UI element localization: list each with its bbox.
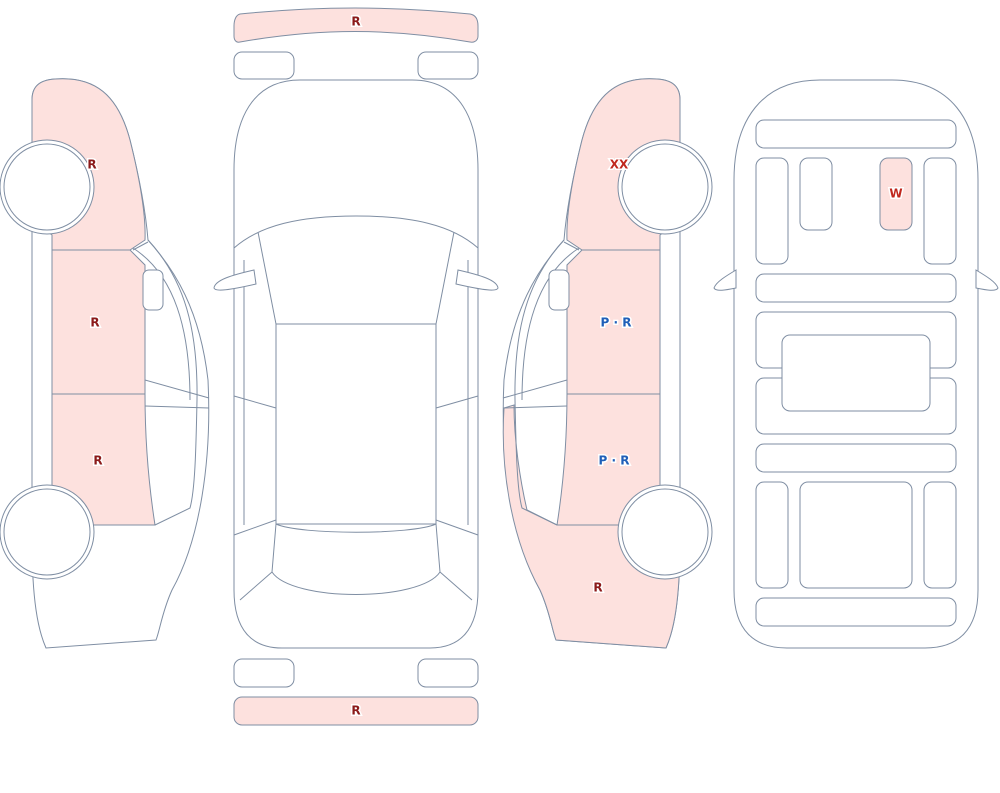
left-rear-wheel <box>3 488 91 576</box>
left-pillars <box>132 241 210 409</box>
rear-bumper[interactable] <box>233 696 479 726</box>
right-side-view: XX P · R P · R R <box>502 78 713 649</box>
right-pillars <box>502 241 580 409</box>
underbody-view: W <box>713 79 999 649</box>
right-front-wheel <box>621 143 709 231</box>
underbody-right-front-rail <box>923 157 957 265</box>
underbody-right-mirror <box>975 269 999 291</box>
left-front-fender-label: R <box>87 158 96 172</box>
right-mirror <box>548 269 570 311</box>
underbody-front-crossmember <box>755 119 957 149</box>
underbody-center-left-part <box>799 157 833 231</box>
left-front-door-label: R <box>90 316 99 330</box>
top-left-mirror <box>213 269 257 291</box>
underbody-center-right-part[interactable] <box>879 157 913 231</box>
right-front-door-label: P · R <box>601 316 632 330</box>
front-right-light <box>417 51 479 80</box>
top-side-rails <box>233 260 479 601</box>
underbody-center-tunnel <box>781 334 931 412</box>
underbody-spare-well <box>799 481 913 589</box>
left-side-view: R R R <box>0 78 210 649</box>
rear-right-light <box>417 658 479 688</box>
left-front-door[interactable] <box>51 249 146 395</box>
rear-bumper-label: R <box>351 704 360 718</box>
top-right-mirror <box>455 269 499 291</box>
left-rear-door-label: R <box>93 454 102 468</box>
underbody-left-front-rail <box>755 157 789 265</box>
underbody-left-rear-rail <box>755 481 789 589</box>
underbody-right-rear-rail <box>923 481 957 589</box>
top-view: R R <box>213 7 499 726</box>
right-window-frame <box>514 239 580 526</box>
front-bumper-label: R <box>351 15 360 29</box>
underbody-part-label: W <box>889 187 902 201</box>
top-body-outline <box>233 79 479 649</box>
front-bumper[interactable] <box>233 7 479 43</box>
left-window-frame <box>132 239 198 526</box>
roof-panel <box>275 323 437 525</box>
front-left-light <box>233 51 295 80</box>
underbody-left-mirror <box>713 269 737 291</box>
left-mirror <box>142 269 164 311</box>
right-rear-wheel <box>621 488 709 576</box>
right-front-door[interactable] <box>566 249 661 395</box>
right-front-fender-label: XX <box>610 158 629 172</box>
underbody-firewall-crossmember <box>755 273 957 303</box>
right-quarter-panel-label: R <box>593 581 602 595</box>
rear-left-light <box>233 658 295 688</box>
underbody-rear-panel <box>755 597 957 627</box>
underbody-rear-crossmember <box>755 443 957 473</box>
right-rear-door-label: P · R <box>599 454 630 468</box>
left-front-wheel <box>3 143 91 231</box>
